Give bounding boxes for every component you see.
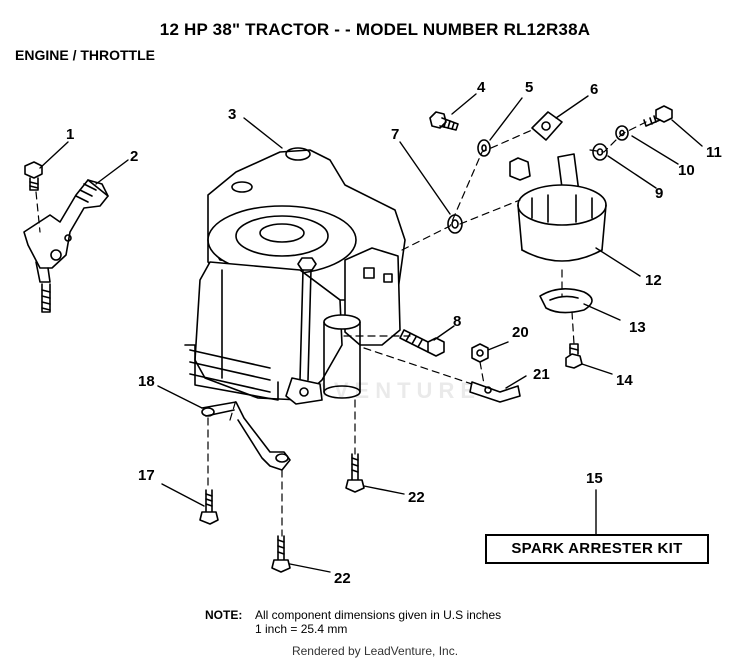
callout-20: 20 — [512, 324, 529, 341]
callout-15: 15 — [586, 470, 603, 487]
callout-5: 5 — [525, 79, 534, 96]
part-13-screen — [539, 288, 593, 314]
callout-3: 3 — [228, 106, 237, 123]
note-label: NOTE: — [205, 608, 243, 622]
note-line-2: 1 inch = 25.4 mm — [255, 622, 348, 636]
part-3-engine — [184, 147, 406, 405]
assembly-lines — [35, 121, 647, 537]
part-5-washer — [477, 139, 491, 157]
part-20-nut — [471, 343, 489, 363]
part-22-bolt-upper — [345, 453, 365, 493]
part-14-screw — [565, 343, 583, 369]
part-8-bolt — [399, 329, 445, 357]
part-1-screw — [24, 161, 43, 191]
callout-2: 2 — [130, 148, 139, 165]
page-title: 12 HP 38" TRACTOR - - MODEL NUMBER RL12R… — [159, 20, 591, 39]
spark-arrester-kit-box: SPARK ARRESTER KIT — [485, 534, 709, 564]
callout-4: 4 — [477, 79, 486, 96]
footer-credit: Rendered by LeadVenture, Inc. — [291, 644, 459, 658]
callout-7: 7 — [391, 126, 400, 143]
leader-lines — [39, 93, 703, 573]
part-21-bracket — [469, 381, 521, 403]
callout-21: 21 — [533, 366, 550, 383]
part-22-bolt-lower — [271, 535, 291, 573]
part-17-bolt — [199, 489, 219, 525]
callout-17: 17 — [138, 467, 155, 484]
callout-8: 8 — [453, 313, 462, 330]
callout-1: 1 — [66, 126, 75, 143]
part-10-washer — [615, 125, 629, 141]
part-6-gasket — [531, 111, 563, 141]
part-2-throttle-control — [23, 179, 109, 313]
callout-13: 13 — [629, 319, 646, 336]
note-line-1: All component dimensions given in U.S in… — [255, 608, 502, 622]
callout-22: 22 — [408, 489, 425, 506]
part-4-bolt — [429, 111, 459, 131]
part-12-muffler — [509, 153, 607, 262]
callout-9: 9 — [655, 185, 664, 202]
callout-11: 11 — [706, 144, 722, 161]
callout-14: 14 — [616, 372, 633, 389]
part-9-washer — [592, 143, 608, 161]
callout-10: 10 — [678, 162, 695, 179]
callout-22: 22 — [334, 570, 351, 587]
section-title: ENGINE / THROTTLE — [15, 47, 155, 63]
callout-12: 12 — [645, 272, 662, 289]
part-18-linkage — [201, 401, 291, 471]
callout-18: 18 — [138, 373, 155, 390]
callout-6: 6 — [590, 81, 599, 98]
part-11-screw — [643, 105, 673, 127]
dimensions-note: NOTE: All component dimensions given in U… — [205, 608, 501, 636]
